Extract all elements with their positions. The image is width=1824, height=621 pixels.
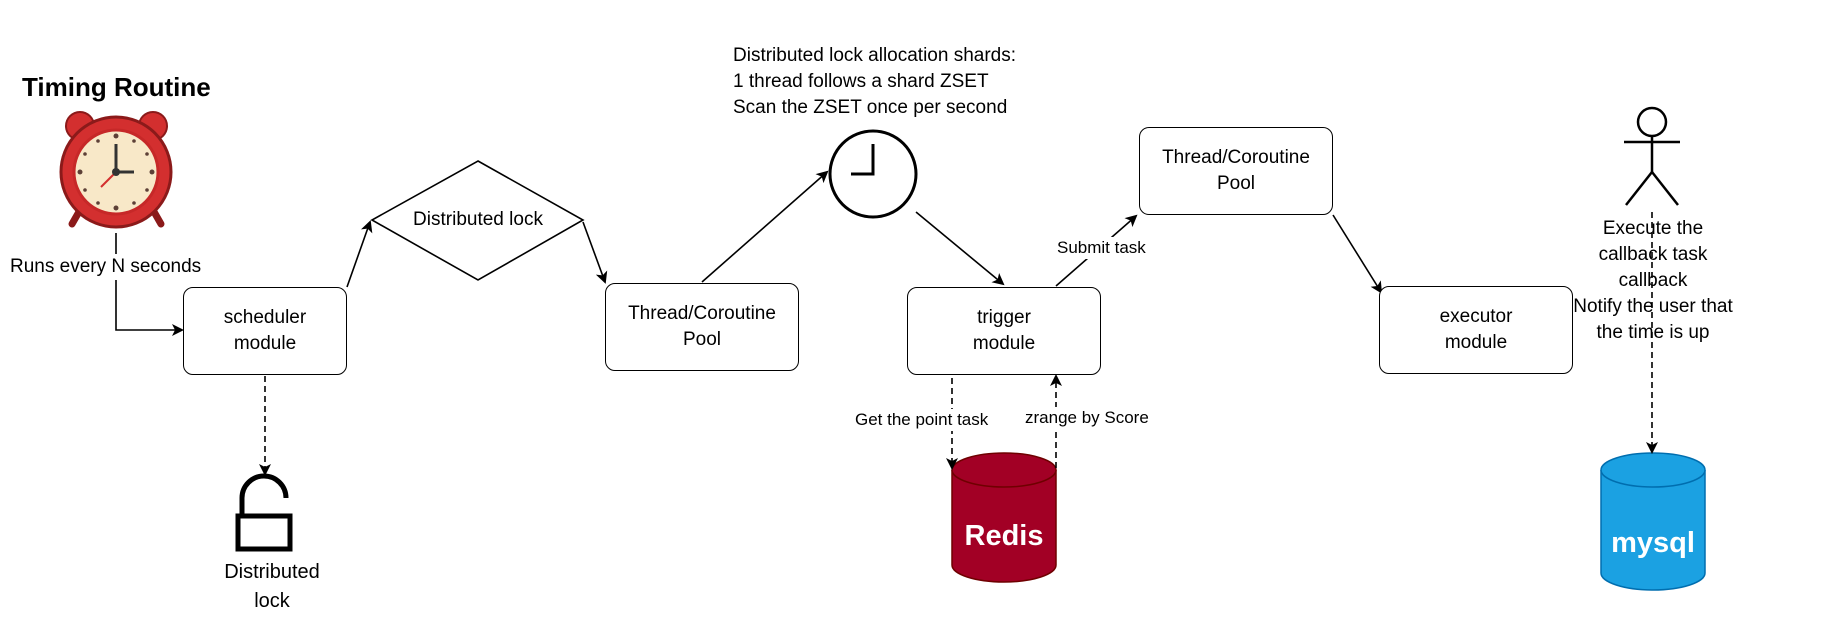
distributed-lock-decision (370, 160, 585, 281)
edge-pool2-to-executor (1332, 214, 1383, 294)
get-point-task-label: Get the point task (855, 409, 989, 431)
edge-scheduler-to-lock (346, 220, 373, 288)
executor-module: executor module (1379, 286, 1573, 374)
mysql-database (1600, 452, 1706, 591)
shards-note: Distributed lock allocation shards: 1 th… (733, 45, 1017, 118)
submit-task-label: Submit task (1057, 237, 1146, 259)
distributed-lock-icon-label: Distributed lock (224, 561, 320, 612)
runs-every-label: Runs every N seconds (10, 254, 202, 280)
callback-note: Execute the callback task callback Notif… (1573, 218, 1733, 343)
thread-coroutine-pool-1: Thread/Coroutine Pool (605, 283, 799, 371)
distributed-lock-decision-label: Distributed lock (413, 209, 543, 230)
edge-pool1-to-clock (701, 170, 829, 283)
zrange-label: zrange by Score (1025, 407, 1149, 429)
mysql-label: mysql (1611, 527, 1695, 559)
edge-clock-to-scheduler (115, 233, 184, 336)
trigger-module: trigger module (907, 287, 1101, 375)
scheduler-module: scheduler module (183, 287, 347, 375)
edge-clock-to-trigger (915, 211, 1005, 286)
diagram-title: Timing Routine (22, 72, 211, 102)
user-actor-icon (1624, 106, 1680, 206)
redis-label: Redis (964, 520, 1044, 552)
clock-icon (828, 129, 918, 219)
edge-lock-to-pool1 (582, 221, 608, 284)
redis-database (951, 452, 1057, 583)
alarm-clock-icon (59, 111, 173, 229)
thread-coroutine-pool-2: Thread/Coroutine Pool (1139, 127, 1333, 215)
unlock-icon (235, 473, 293, 552)
